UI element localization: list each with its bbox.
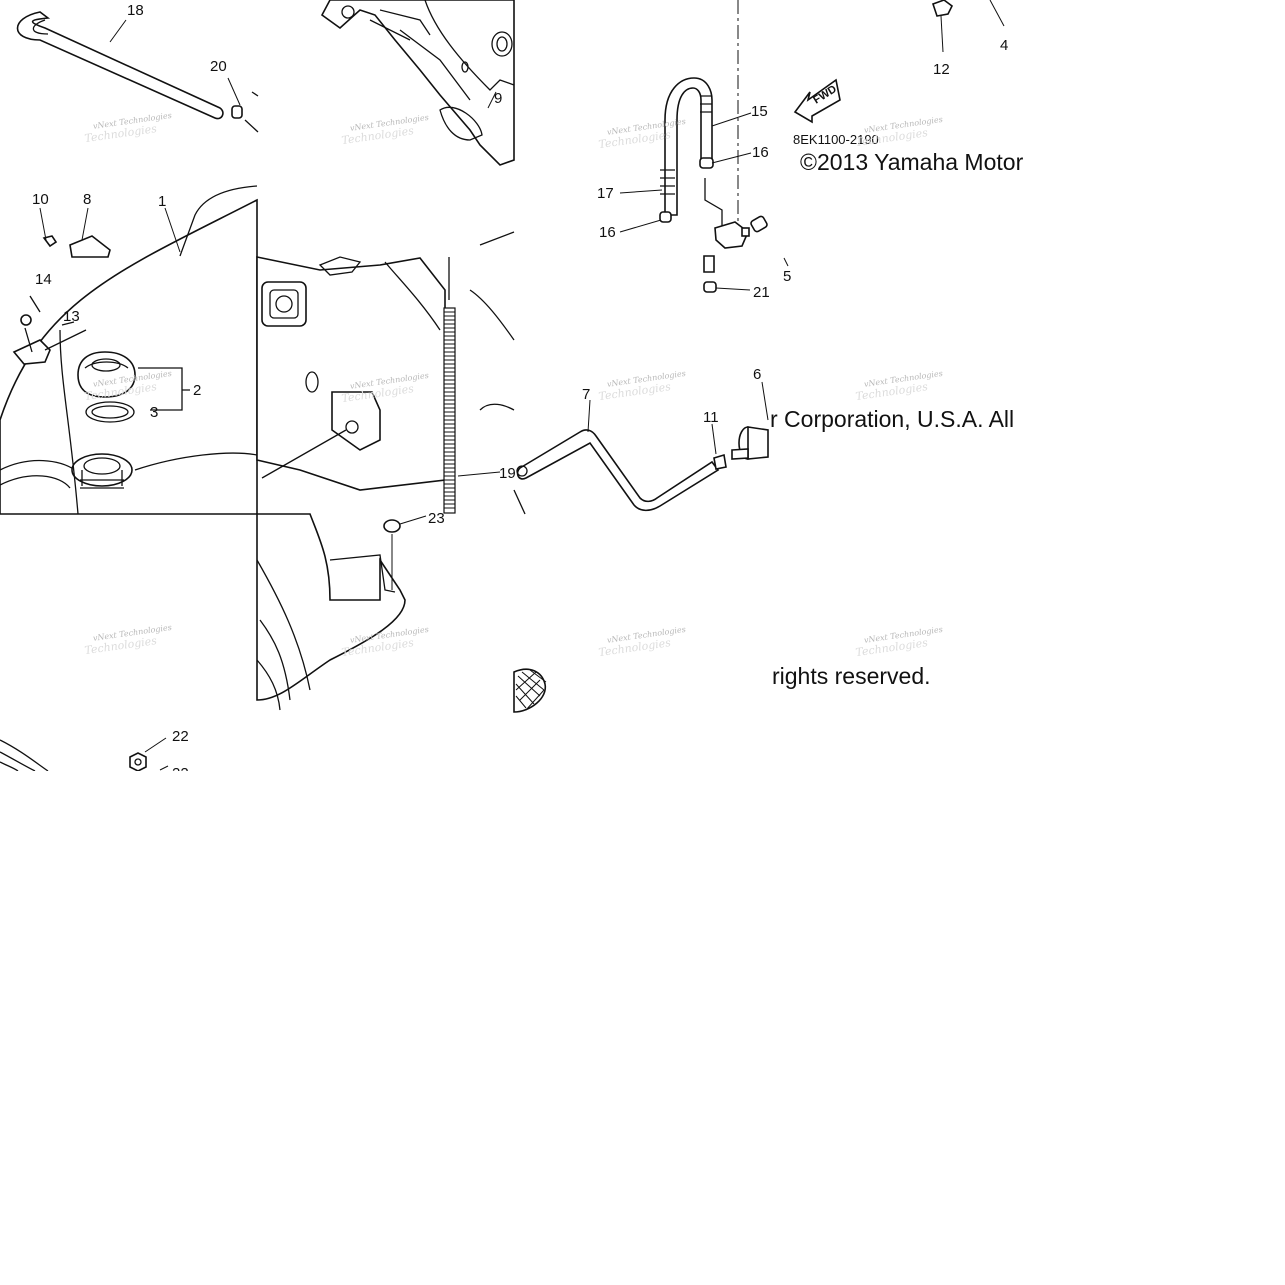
nut-22-drawing bbox=[0, 737, 169, 772]
copyright-line-2: r Corporation, U.S.A. All bbox=[770, 406, 1014, 432]
callout-17: 17 bbox=[597, 185, 614, 202]
fuel-tank-rear-drawing bbox=[256, 513, 427, 711]
strainer-drawing bbox=[513, 668, 547, 713]
callout-16-upper: 16 bbox=[752, 144, 769, 161]
callout-9: 9 bbox=[494, 90, 502, 107]
callout-7: 7 bbox=[582, 386, 590, 403]
callout-12: 12 bbox=[933, 61, 950, 78]
callout-5: 5 bbox=[783, 268, 791, 285]
blank-area-right bbox=[1028, 0, 1285, 771]
callout-1: 1 bbox=[158, 193, 166, 210]
callout-2: 2 bbox=[193, 382, 201, 399]
callout-11: 11 bbox=[703, 409, 719, 426]
vent-hose-drawing bbox=[619, 0, 789, 293]
callout-4: 4 bbox=[1000, 37, 1008, 54]
callout-14: 14 bbox=[35, 271, 52, 288]
callout-23: 23 bbox=[428, 510, 445, 527]
fuel-tank-left-drawing bbox=[0, 185, 258, 515]
callout-15: 15 bbox=[751, 103, 768, 120]
part-callouts: 18 20 9 15 16 17 16 5 21 4 12 10 8 1 14 … bbox=[32, 2, 1008, 782]
callout-3: 3 bbox=[150, 404, 158, 421]
copyright-line-3: rights reserved. bbox=[772, 663, 931, 689]
callout-13: 13 bbox=[63, 308, 80, 325]
callout-21: 21 bbox=[753, 284, 770, 301]
bolt-12-drawing bbox=[931, 0, 1005, 53]
breather-hose-drawing bbox=[513, 381, 769, 515]
callout-10: 10 bbox=[32, 191, 49, 208]
hose-18-drawing bbox=[16, 11, 259, 133]
callout-19: 19 bbox=[499, 465, 516, 482]
callout-8: 8 bbox=[83, 191, 91, 208]
fuel-tank-center-drawing bbox=[256, 231, 515, 514]
callout-6: 6 bbox=[753, 366, 761, 383]
callout-18: 18 bbox=[127, 2, 144, 19]
callout-22: 22 bbox=[172, 728, 189, 745]
fwd-arrow-icon: FWD bbox=[793, 78, 841, 124]
drawing-code: 8EK1100-2190 bbox=[793, 132, 879, 147]
blank-area-bottom bbox=[0, 771, 1285, 1285]
copyright-line-1: ©2013 Yamaha Motor bbox=[800, 149, 1024, 175]
fuel-pump-drawing bbox=[320, 0, 515, 166]
callout-20: 20 bbox=[210, 58, 227, 75]
callout-16-lower: 16 bbox=[599, 224, 616, 241]
